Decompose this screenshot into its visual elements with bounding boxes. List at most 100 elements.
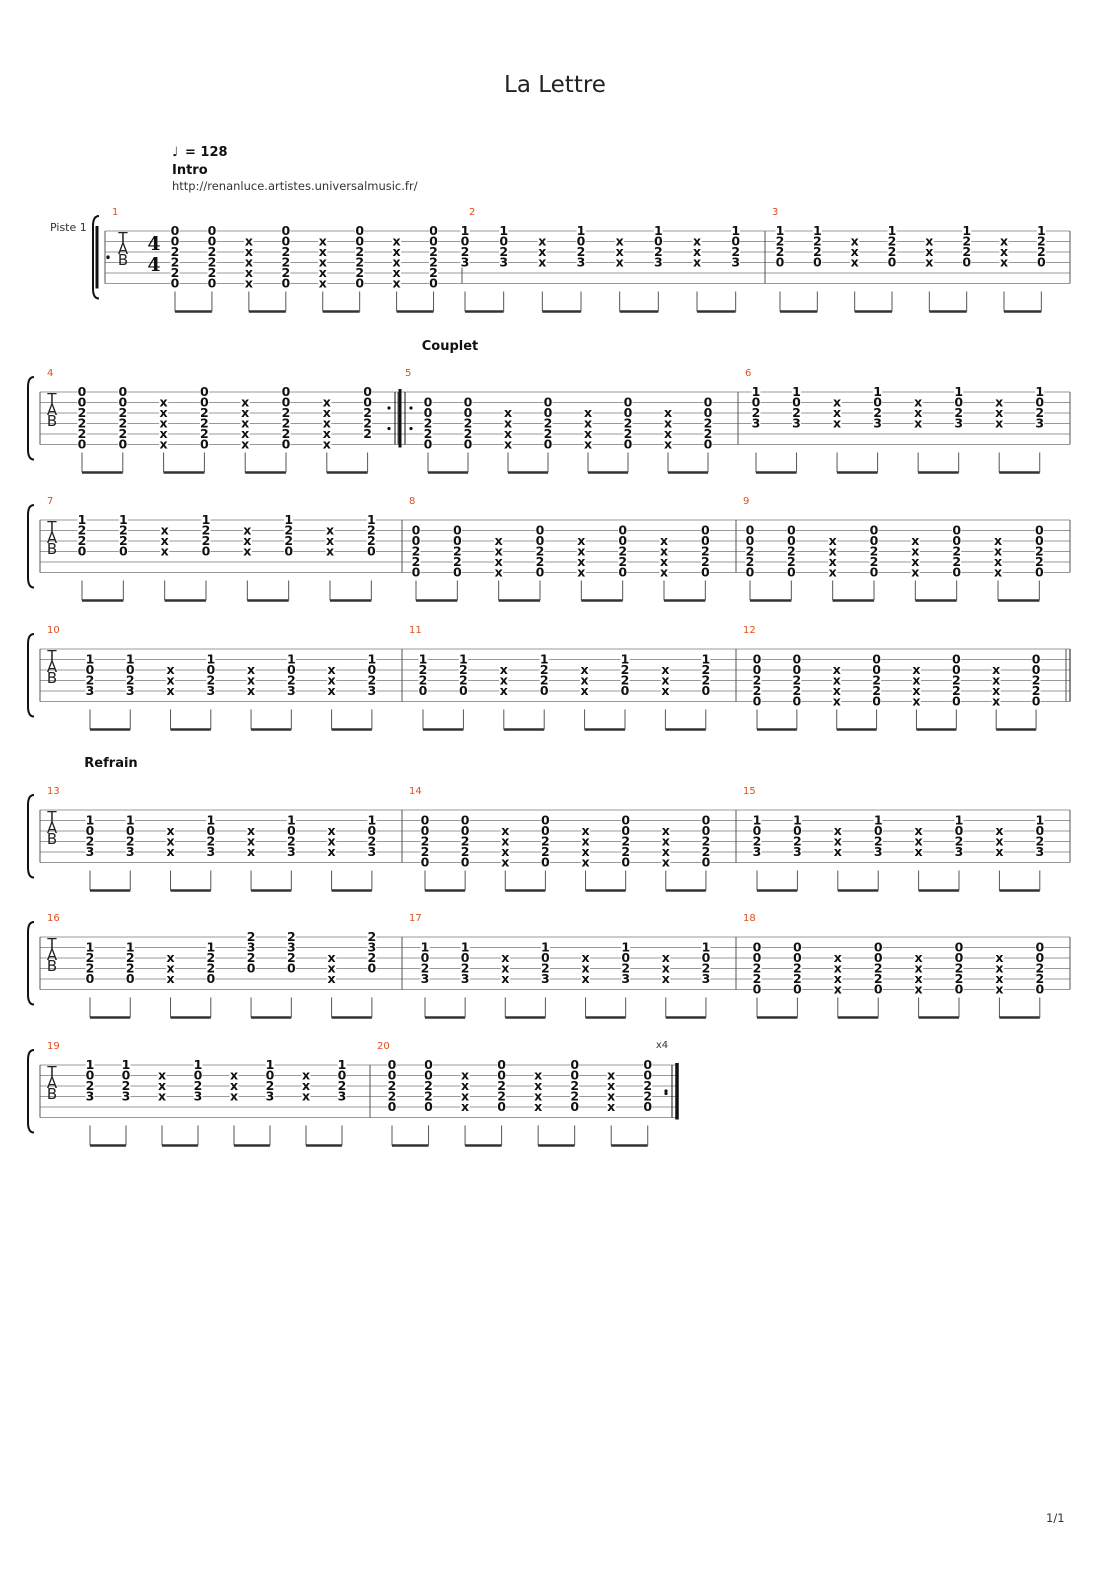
tab-letter: B bbox=[118, 251, 128, 269]
fret-bg bbox=[653, 246, 663, 257]
muted-note: x bbox=[581, 673, 589, 688]
fret-bg bbox=[914, 962, 924, 974]
fret-bg bbox=[752, 962, 762, 974]
fret-number: 2 bbox=[78, 533, 87, 548]
fret-number: 0 bbox=[618, 523, 627, 538]
fret-number: 0 bbox=[570, 1099, 579, 1114]
fret-bg bbox=[775, 235, 785, 247]
fret-bg bbox=[833, 825, 843, 836]
fret-bg bbox=[623, 428, 633, 439]
fret-bg bbox=[458, 653, 468, 665]
fret-bg bbox=[540, 825, 550, 836]
muted-note: x bbox=[911, 544, 919, 559]
fret-bg bbox=[775, 246, 785, 257]
fret-bg bbox=[166, 664, 176, 675]
fret-number: 0 bbox=[753, 694, 762, 709]
fret-bg bbox=[77, 396, 87, 408]
fret-bg bbox=[792, 825, 802, 836]
fret-bg bbox=[77, 535, 87, 546]
fret-bg bbox=[85, 814, 95, 826]
fret-bg bbox=[337, 1080, 347, 1091]
muted-note: x bbox=[664, 437, 672, 452]
fret-number: 1 bbox=[287, 813, 296, 828]
fret-bg bbox=[954, 962, 964, 974]
fret-bg bbox=[993, 566, 1003, 578]
fret-bg bbox=[281, 246, 291, 257]
fret-number: 2 bbox=[206, 673, 215, 688]
fret-number: 0 bbox=[126, 971, 135, 986]
fret-bg bbox=[991, 695, 1001, 707]
fret-bg bbox=[244, 246, 254, 257]
fret-number: 1 bbox=[284, 512, 293, 527]
fret-number: 0 bbox=[499, 234, 508, 249]
muted-note: x bbox=[833, 683, 841, 698]
fret-number: 2 bbox=[281, 244, 290, 259]
fret-bg bbox=[207, 225, 217, 236]
fret-bg bbox=[118, 407, 128, 418]
fret-number: 0 bbox=[119, 544, 128, 559]
fret-bg bbox=[618, 545, 628, 557]
fret-bg bbox=[337, 1059, 347, 1070]
fret-bg bbox=[500, 856, 510, 868]
fret-number: 0 bbox=[453, 533, 462, 548]
muted-note: x bbox=[241, 437, 249, 452]
fret-bg bbox=[951, 695, 961, 707]
fret-bg bbox=[832, 407, 842, 418]
fret-number: 1 bbox=[955, 813, 964, 828]
fret-number: 0 bbox=[1035, 395, 1044, 410]
fret-bg bbox=[301, 1069, 311, 1081]
muted-note: x bbox=[166, 971, 174, 986]
fret-number: 2 bbox=[363, 426, 372, 441]
fret-bg bbox=[460, 825, 470, 836]
muted-note: x bbox=[504, 426, 512, 441]
muted-note: x bbox=[995, 823, 1003, 838]
fret-number: 0 bbox=[281, 223, 290, 238]
fret-bg bbox=[752, 941, 762, 953]
muted-note: x bbox=[912, 683, 920, 698]
fret-number: 0 bbox=[202, 544, 211, 559]
fret-bg bbox=[497, 1090, 507, 1102]
fret-bg bbox=[914, 973, 924, 984]
fret-bg bbox=[993, 545, 1003, 557]
fret-number: 0 bbox=[281, 234, 290, 249]
fret-bg bbox=[463, 396, 473, 408]
fret-bg bbox=[322, 417, 332, 429]
fret-bg bbox=[994, 407, 1004, 418]
fret-bg bbox=[731, 256, 741, 268]
fret-bg bbox=[367, 952, 377, 963]
staff-brace bbox=[92, 215, 100, 300]
fret-bg bbox=[327, 835, 337, 847]
muted-note: x bbox=[581, 823, 589, 838]
fret-bg bbox=[206, 846, 216, 857]
fret-bg bbox=[833, 983, 843, 995]
fret-number: 2 bbox=[367, 523, 376, 538]
fret-bg bbox=[828, 545, 838, 557]
fret-bg bbox=[327, 952, 337, 963]
fret-number: 2 bbox=[86, 1078, 95, 1093]
muted-note: x bbox=[230, 1068, 238, 1083]
fret-number: 2 bbox=[870, 554, 879, 569]
fret-bg bbox=[423, 438, 433, 450]
fret-bg bbox=[246, 685, 256, 696]
fret-bg bbox=[125, 941, 135, 953]
muted-note: x bbox=[584, 405, 592, 420]
fret-number: 0 bbox=[338, 1068, 347, 1083]
fret-bg bbox=[914, 835, 924, 847]
measure-number: 14 bbox=[409, 786, 422, 797]
fret-bg bbox=[745, 545, 755, 557]
fret-number: 1 bbox=[119, 512, 128, 527]
fret-bg bbox=[994, 952, 1004, 963]
fret-number: 0 bbox=[78, 544, 87, 559]
fret-number: 2 bbox=[643, 1089, 652, 1104]
fret-number: 0 bbox=[464, 395, 473, 410]
fret-bg bbox=[745, 556, 755, 567]
fret-number: 2 bbox=[499, 244, 508, 259]
fret-number: 0 bbox=[1032, 652, 1041, 667]
measure-number: 3 bbox=[772, 207, 778, 218]
fret-bg bbox=[85, 653, 95, 665]
fret-bg bbox=[792, 983, 802, 995]
fret-number: 2 bbox=[202, 533, 211, 548]
fret-bg bbox=[752, 825, 762, 836]
fret-bg bbox=[420, 825, 430, 836]
measure-number: 20 bbox=[377, 1041, 390, 1052]
